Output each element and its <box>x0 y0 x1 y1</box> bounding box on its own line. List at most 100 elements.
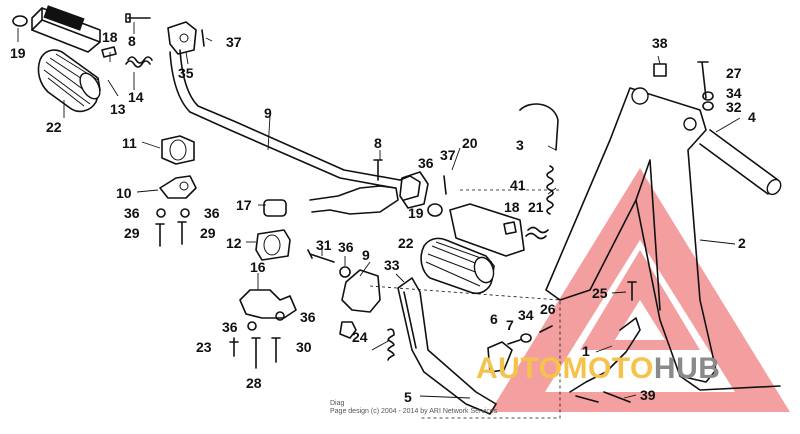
callout-9: 9 <box>264 105 272 121</box>
nut-36-b <box>180 208 190 218</box>
clamp-12 <box>161 135 195 165</box>
callout-13: 12 <box>226 235 242 251</box>
callout-20: 20 <box>462 135 478 151</box>
peg-bracket-14 <box>31 5 101 53</box>
callout-37-mid: 37 <box>440 147 456 163</box>
callout-38: 39 <box>640 387 656 403</box>
callout-5: 5 <box>404 389 412 405</box>
callout-36-d: 36 <box>300 309 316 325</box>
callout-36-e: 36 <box>338 239 354 255</box>
bracket-35-mid <box>399 171 429 209</box>
callout-35-top: 35 <box>178 65 194 81</box>
bracket-16 <box>239 289 297 319</box>
bolt-28 <box>251 337 261 369</box>
bolt-29-b <box>177 221 187 245</box>
nut-36-d <box>275 311 285 321</box>
callout-15: 14 <box>128 89 144 105</box>
bolt-30 <box>271 337 281 363</box>
spring-21 <box>527 226 549 234</box>
callout-14: 13 <box>110 101 126 117</box>
bolt-29-a <box>155 223 165 247</box>
callout-21: 21 <box>528 199 544 215</box>
callout-11: 10 <box>116 185 132 201</box>
callout-19-top: 19 <box>10 45 26 61</box>
callout-10: 9 <box>362 247 370 263</box>
callout-4: 4 <box>748 109 756 125</box>
callout-6: 6 <box>490 311 498 327</box>
bolt-25 <box>627 281 637 301</box>
callout-40: 41 <box>510 177 526 193</box>
pin-18-mid <box>503 221 517 235</box>
callout-35-mid: 36 <box>418 155 434 171</box>
peg-bracket-20 <box>449 203 525 257</box>
callout-18-top: 18 <box>102 29 118 45</box>
callout-34-mid: 34 <box>518 307 534 323</box>
callout-22-top: 22 <box>46 119 62 135</box>
washer-34-right <box>702 91 714 101</box>
hook-3 <box>519 103 559 151</box>
footpeg-rubber-22-mid <box>420 237 495 295</box>
pin-18-top <box>101 46 117 58</box>
callout-34-right: 34 <box>726 85 742 101</box>
spring-40 <box>546 165 554 215</box>
spring-41 <box>387 328 395 361</box>
footpeg-bar-9 <box>169 49 421 215</box>
callout-32: 32 <box>726 99 742 115</box>
callout-8-top: 8 <box>128 33 136 49</box>
stand-arm-1 <box>569 317 641 393</box>
callout-36-a: 36 <box>124 205 140 221</box>
spring-15-top <box>127 56 153 64</box>
washer-36-e <box>339 266 351 278</box>
pin-37-mid <box>443 175 447 195</box>
nut-23 <box>339 321 357 339</box>
nut-36-a <box>156 208 166 218</box>
watermark-text-1: AUTOMOTO <box>476 352 654 385</box>
callout-1: 1 <box>582 343 590 359</box>
bolt-31 <box>307 249 335 263</box>
washer-34-mid <box>520 333 532 343</box>
callout-28: 28 <box>246 375 262 391</box>
shaft-4 <box>699 129 779 195</box>
washer-19-mid <box>427 203 443 217</box>
washer-19-top <box>12 15 28 27</box>
callout-12: 11 <box>122 135 137 151</box>
bracket-6 <box>487 341 513 373</box>
main-stand-2 <box>545 87 781 391</box>
copyright-line-1: Diag <box>330 400 345 407</box>
spacer-17 <box>263 199 287 217</box>
watermark-text-2: HUB <box>653 352 721 385</box>
callout-3: 3 <box>516 137 524 153</box>
clamp-13 <box>255 229 291 261</box>
callout-27: 27 <box>726 65 742 81</box>
callout-19-mid: 19 <box>408 205 424 221</box>
callout-23: 24 <box>352 329 368 345</box>
fitting-39 <box>653 63 667 77</box>
callout-17: 17 <box>236 197 252 213</box>
callout-36-c: 36 <box>222 319 238 335</box>
copyright-notice: Diag Page design (c) 2004 - 2014 by ARI … <box>330 400 497 417</box>
watermark-triangle <box>490 168 790 412</box>
callout-2: 2 <box>738 235 746 251</box>
watermark-logo: AUTOMOTOHUB <box>476 354 720 384</box>
callout-30: 30 <box>296 339 312 355</box>
bracket-11 <box>159 175 197 199</box>
callout-18-mid: 18 <box>504 199 520 215</box>
pin-26 <box>539 325 553 333</box>
callout-33: 33 <box>384 257 400 273</box>
callout-22-mid: 22 <box>398 235 414 251</box>
footpeg-rubber-22-top <box>37 49 101 113</box>
bolt-8-mid <box>373 159 383 181</box>
bracket-10 <box>341 269 381 313</box>
callout-31: 31 <box>316 237 332 253</box>
callout-8-mid: 8 <box>374 135 382 151</box>
callout-24: 23 <box>196 339 212 355</box>
nut-36-c <box>247 321 257 331</box>
bolt-24 <box>229 337 239 357</box>
callout-37-top: 37 <box>226 34 242 50</box>
callout-39: 38 <box>652 35 668 51</box>
callout-26: 26 <box>540 301 556 317</box>
copyright-line-2: Page design (c) 2004 - 2014 by ARI Netwo… <box>330 408 498 416</box>
pin-38 <box>575 391 631 403</box>
